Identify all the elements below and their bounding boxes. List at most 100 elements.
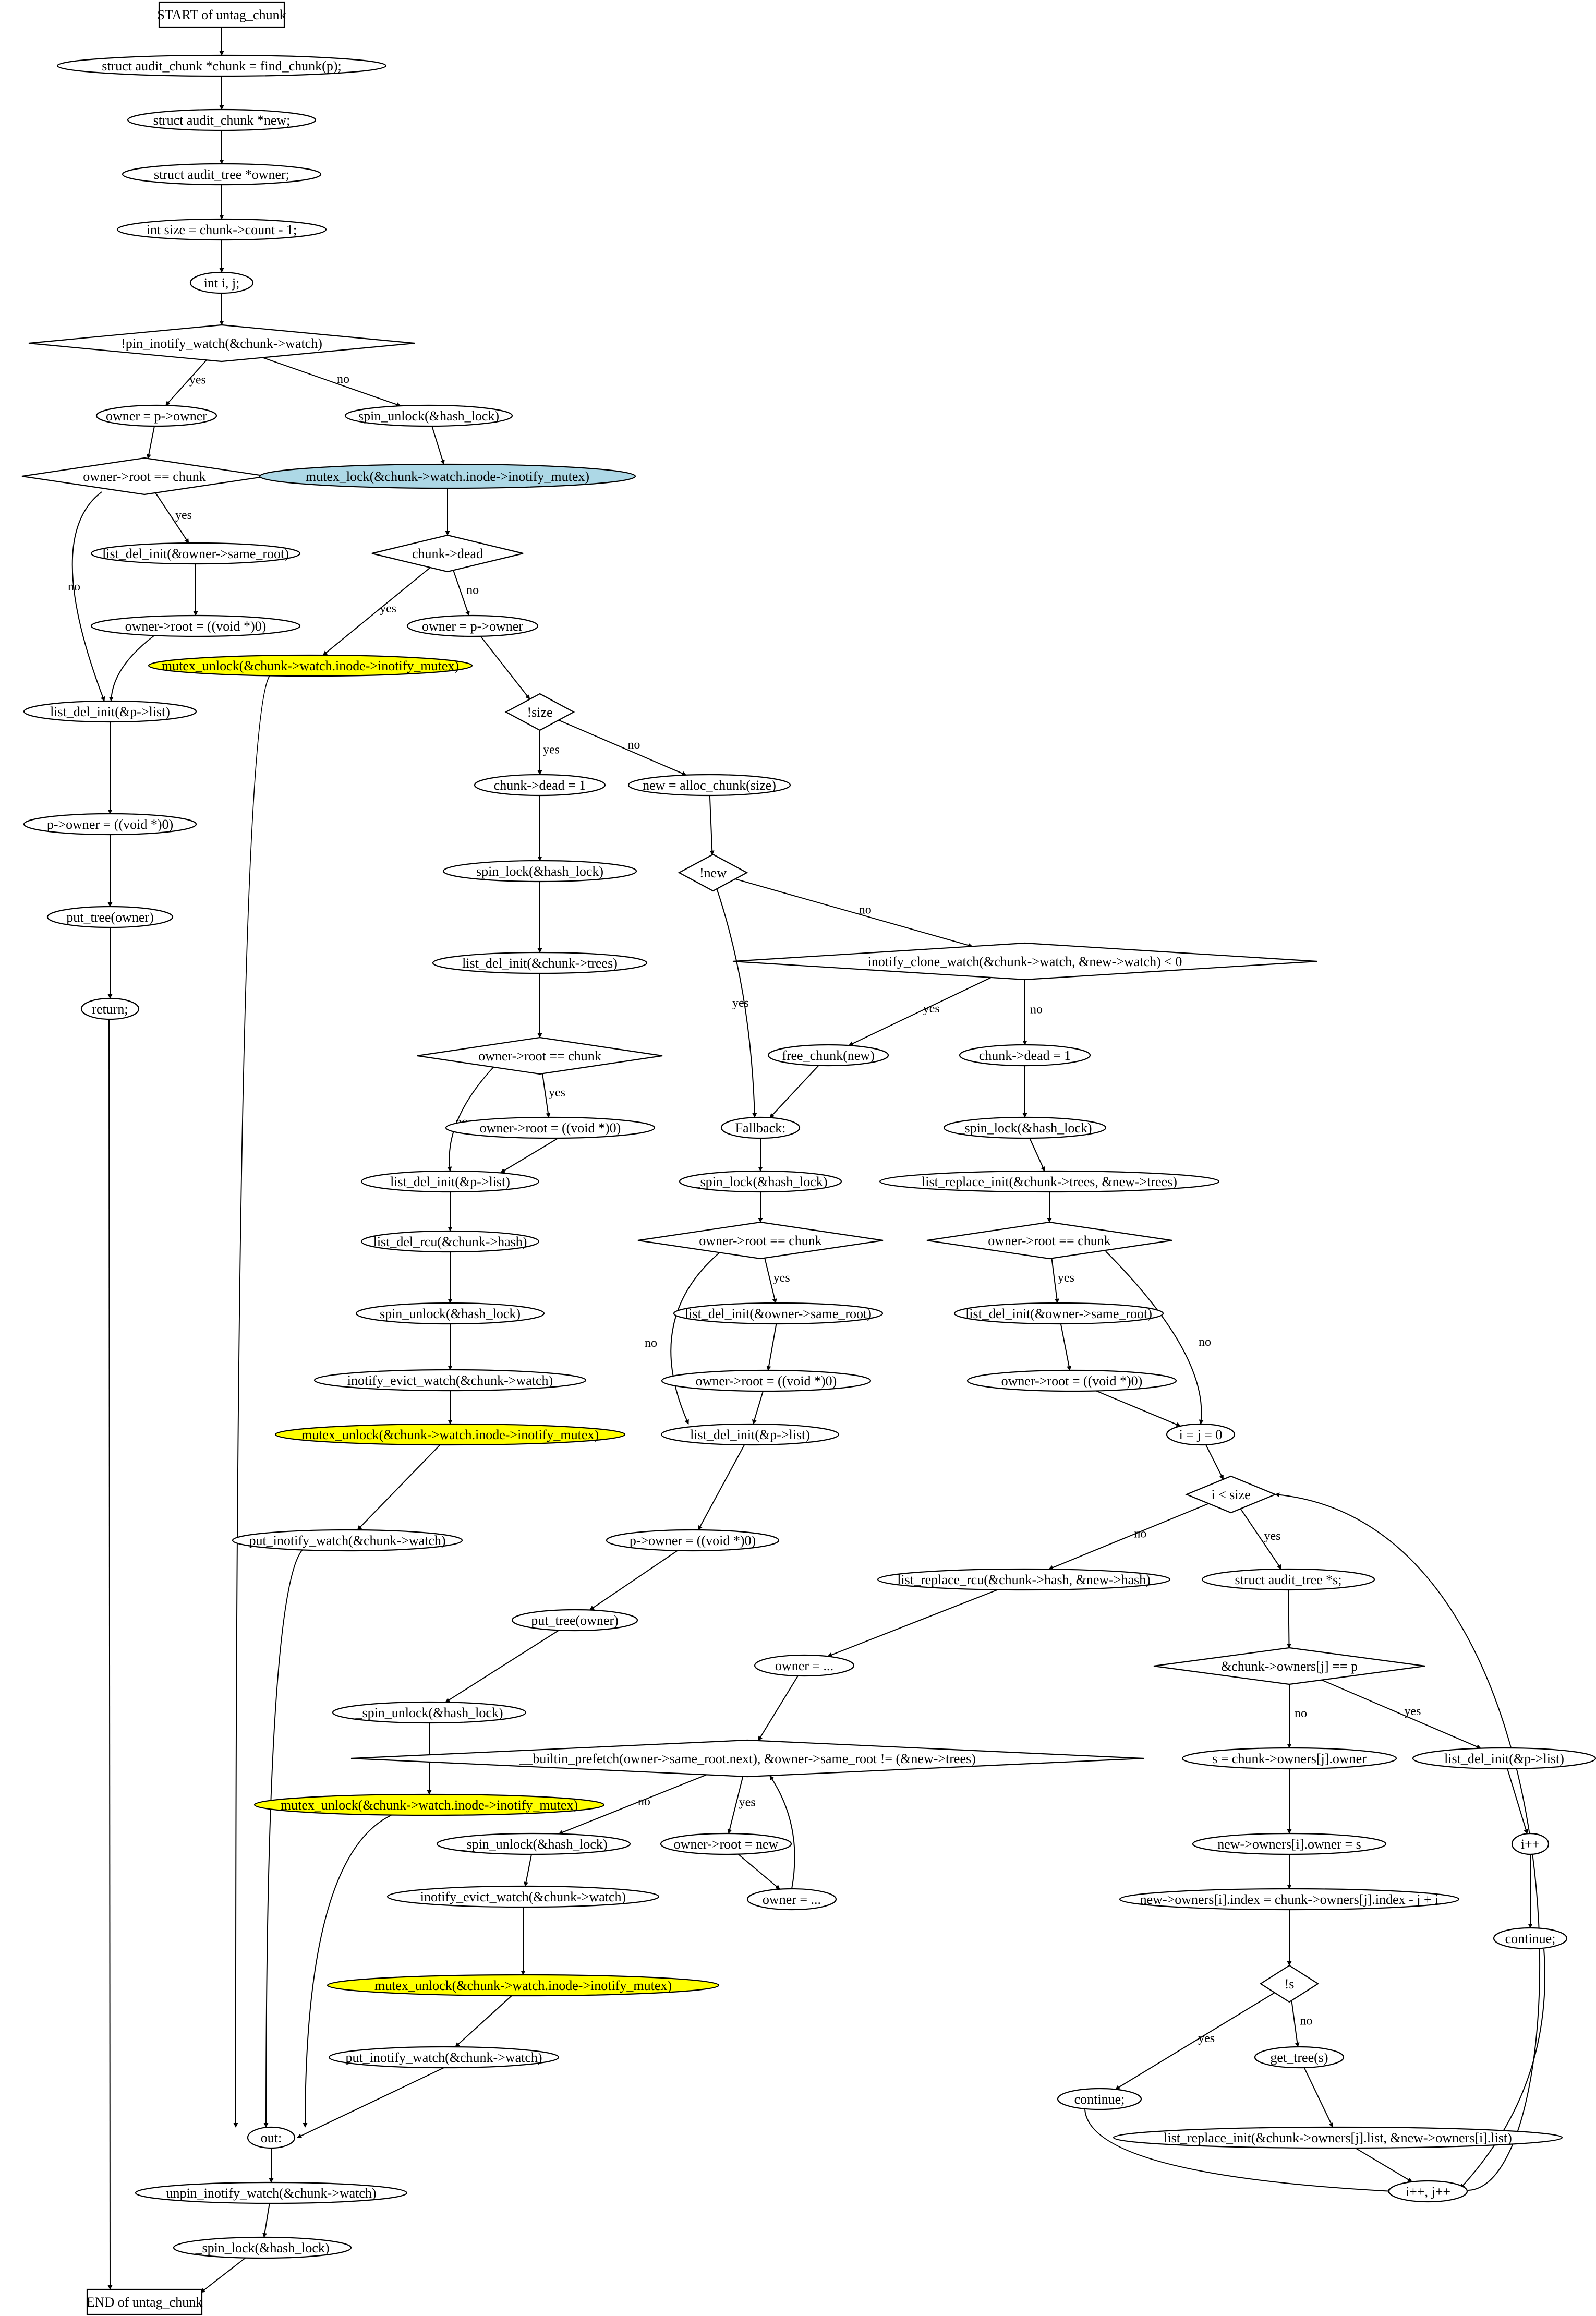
node-n23: owner->root = ((void *)0) [445, 1116, 656, 1139]
edge-line [737, 1853, 780, 1890]
node-ellipse [1388, 2180, 1468, 2203]
node-label: int i, j; [204, 275, 240, 291]
edge-line [1051, 1258, 1059, 1304]
edge-d9-n38: no [1105, 1251, 1211, 1425]
edge-line [445, 1630, 560, 1703]
edge-line [697, 1444, 745, 1530]
node-n31: list_del_init(&owner->same_root) [673, 1302, 884, 1325]
node-label: spin_unlock(&hash_lock) [380, 1306, 521, 1321]
edge-n44-d12 [757, 1675, 799, 1741]
edge-line [558, 1774, 707, 1835]
edge-n12-n61 [233, 673, 272, 2128]
node-ellipse [355, 1302, 545, 1325]
node-label: &chunk->owners[j] == p [1221, 1659, 1358, 1674]
node-ellipse [1119, 1888, 1460, 1911]
edge-label-yes: yes [732, 996, 749, 1010]
node-label: struct audit_tree *owner; [154, 167, 289, 182]
node-label: owner->root = ((void *)0) [696, 1373, 837, 1389]
edge-n27-n28 [1029, 1138, 1045, 1172]
edge-d5-d6: no [735, 878, 973, 948]
node-label: owner = p->owner [422, 619, 523, 634]
edge-line [1205, 1444, 1224, 1480]
node-ellipse [95, 404, 217, 427]
edge-n60-n63 [1084, 2109, 1393, 2194]
edge-line [262, 2203, 270, 2238]
decision-diamond [732, 942, 1317, 981]
node-ellipse [754, 1654, 855, 1677]
node-n11: owner = p->owner [406, 614, 539, 637]
edge-line [107, 1018, 113, 2290]
edge-line [827, 1589, 998, 1657]
node-label: mutex_unlock(&chunk->watch.inode->inotif… [162, 658, 459, 673]
node-ellipse [1254, 2046, 1345, 2069]
node-ellipse [116, 218, 327, 241]
node-label: _spin_unlock(&hash_lock) [355, 1705, 503, 1720]
edge-label-no: no [466, 584, 479, 597]
node-d5: !new [678, 853, 748, 892]
node-ellipse [122, 163, 322, 186]
edge-d3-n11: no [453, 570, 479, 616]
edge-label-yes: yes [1058, 1271, 1074, 1285]
edge-label-yes: yes [175, 509, 192, 522]
edge-n43-n45 [445, 1630, 560, 1703]
edge-d9-n32: yes [1051, 1258, 1074, 1304]
node-label: mutex_lock(&chunk->watch.inode->inotify_… [306, 469, 589, 484]
edge-d10-n42: yes [1240, 1508, 1282, 1570]
edge-label-yes: yes [549, 1086, 565, 1100]
node-ellipse [1201, 1568, 1375, 1591]
node-ellipse [445, 1116, 656, 1139]
node-n43: put_tree(owner) [511, 1609, 638, 1632]
edge-line [670, 1252, 720, 1425]
node-label: list_del_init(&owner->same_root) [685, 1306, 872, 1321]
edge-label-no: no [859, 903, 872, 917]
node-d8: owner->root == chunk [637, 1221, 884, 1260]
edge-label-no: no [1030, 1003, 1043, 1017]
node-label: list_del_init(&chunk->trees) [462, 956, 618, 971]
edge-d6-n21: yes [848, 977, 992, 1046]
edge-n32-n35 [1060, 1323, 1071, 1371]
edge-line [1060, 1323, 1071, 1371]
edge-line [480, 636, 530, 700]
node-label: owner = ... [763, 1892, 821, 1907]
edge-n11-d4 [480, 636, 530, 700]
edge-line [431, 426, 445, 465]
node-n60: continue; [1057, 2088, 1142, 2110]
node-n24: Fallback: [720, 1116, 801, 1139]
edge-label-yes: yes [1264, 1529, 1281, 1543]
node-d6: inotify_clone_watch(&chunk->watch, &new-… [732, 942, 1317, 981]
edge-n23-n26 [500, 1138, 559, 1173]
node-label: new->owners[i].index = chunk->owners[j].… [1140, 1892, 1439, 1907]
edge-line [1240, 1508, 1282, 1570]
edge-label-no: no [1199, 1335, 1211, 1349]
node-label: _spin_lock(&hash_lock) [693, 1174, 827, 1189]
node-label: owner->root = ((void *)0) [480, 1120, 621, 1136]
node-ellipse [679, 1170, 842, 1193]
node-d10: i < size [1185, 1475, 1277, 1514]
edge-n53-d12 [769, 1775, 795, 1889]
edge-n15-d5 [709, 795, 715, 855]
edge-d8-n37: no [645, 1252, 720, 1425]
node-ellipse [360, 1170, 540, 1193]
node-label: struct audit_tree *s; [1235, 1572, 1341, 1587]
edge-d13-n59: no [1291, 2000, 1312, 2047]
edge-label-yes: yes [739, 1795, 756, 1809]
edge-line [155, 492, 189, 544]
node-start: START of untag_chunk [157, 1, 286, 28]
node-label: i < size [1211, 1487, 1250, 1502]
node-n49: _spin_unlock(&hash_lock) [436, 1832, 631, 1855]
edge-line [1029, 1138, 1045, 1172]
node-label: !s [1285, 1976, 1295, 1992]
edge-n31-n34 [766, 1323, 777, 1371]
node-n58: put_inotify_watch(&chunk->watch) [328, 2046, 560, 2069]
node-label: new->owners[i].owner = s [1217, 1837, 1361, 1852]
edge-label-yes: yes [543, 743, 560, 757]
edge-line [558, 719, 687, 776]
node-label: list_replace_init(&chunk->owners[j].list… [1164, 2130, 1512, 2145]
edge-n62-n63 [1355, 2148, 1413, 2182]
node-ellipse [313, 1369, 587, 1392]
node-n44: owner = ... [754, 1654, 855, 1677]
node-label: owner->root == chunk [83, 469, 206, 484]
node-ellipse [173, 2236, 352, 2259]
node-ellipse [90, 614, 301, 637]
node-label: inotify_clone_watch(&chunk->watch, &new-… [868, 954, 1182, 969]
